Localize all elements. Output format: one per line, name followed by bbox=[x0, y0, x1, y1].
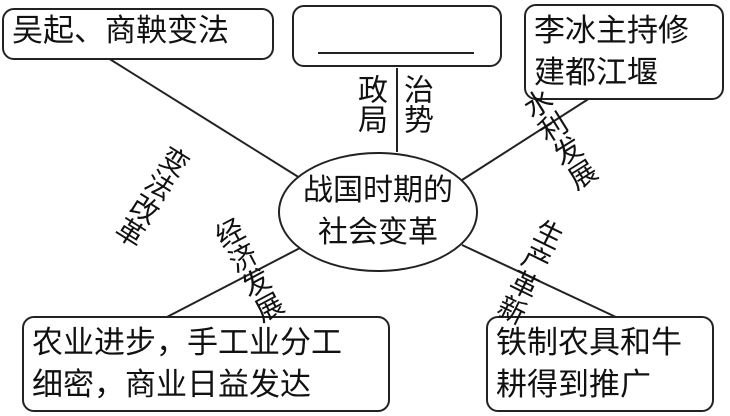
branch-top-center-col1: 政局 bbox=[352, 74, 387, 134]
answer-blank-line bbox=[318, 52, 474, 54]
center-line1: 战国时期的 bbox=[303, 173, 453, 208]
box-bottom-left-line2: 细密，商业日益发达 bbox=[32, 367, 311, 403]
box-top-right: 李冰主持修 建都江堰 bbox=[524, 4, 724, 100]
center-line2: 社会变革 bbox=[318, 215, 438, 250]
box-top-center-blank bbox=[292, 5, 502, 67]
box-bottom-right-line2: 耕得到推广 bbox=[496, 367, 651, 403]
line-bottom-right bbox=[461, 244, 619, 319]
box-bottom-right: 铁制农具和牛 耕得到推广 bbox=[486, 316, 714, 412]
box-bottom-right-line1: 铁制农具和牛 bbox=[496, 325, 682, 361]
box-bottom-left-line1: 农业进步，手工业分工 bbox=[32, 325, 342, 361]
box-top-right-line2: 建都江堰 bbox=[534, 55, 658, 91]
box-top-left-text: 吴起、商鞅变法 bbox=[12, 13, 229, 49]
box-top-right-line1: 李冰主持修 bbox=[534, 13, 689, 49]
box-top-left: 吴起、商鞅变法 bbox=[2, 8, 274, 60]
line-bottom-left bbox=[164, 247, 301, 319]
line-top-right bbox=[461, 97, 591, 181]
line-top-left bbox=[107, 57, 301, 179]
box-bottom-left: 农业进步，手工业分工 细密，商业日益发达 bbox=[22, 316, 390, 412]
branch-top-center-col2: 治势 bbox=[398, 74, 433, 134]
center-topic: 战国时期的 社会变革 bbox=[278, 152, 478, 272]
